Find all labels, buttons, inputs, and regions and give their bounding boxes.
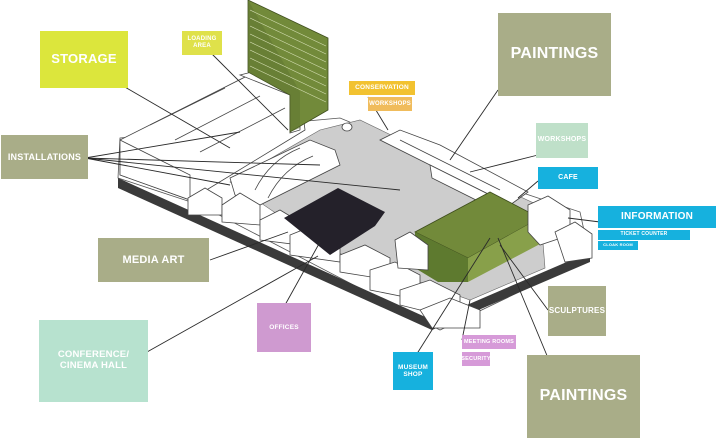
label-sculptures: SCULPTURES xyxy=(548,286,606,336)
kiosk xyxy=(341,122,353,132)
label-paintings-bottom: PAINTINGS xyxy=(527,355,640,438)
label-loading-area: LOADING AREA xyxy=(182,31,222,55)
central-hall xyxy=(229,139,341,206)
label-offices: OFFICES xyxy=(257,303,311,352)
black-block xyxy=(284,188,385,255)
label-museum-shop: MUSEUM SHOP xyxy=(393,352,433,390)
label-workshops-small: WORKSHOPS xyxy=(368,97,412,111)
label-storage: STORAGE xyxy=(40,31,128,88)
leader-lines xyxy=(84,51,601,361)
label-media-art: MEDIA ART xyxy=(98,238,209,282)
green-tower xyxy=(247,0,329,133)
label-workshops-right: WORKSHOPS xyxy=(536,123,588,158)
label-paintings-top: PAINTINGS xyxy=(498,13,611,96)
label-conservation: CONSERVATION xyxy=(349,81,415,95)
label-cafe: CAFE xyxy=(538,167,598,189)
label-information: INFORMATION xyxy=(598,206,716,228)
plinth-left xyxy=(118,178,432,330)
label-meeting-rooms: MEETING ROOMS xyxy=(462,335,516,349)
label-ticket-counter: TICKET COUNTER xyxy=(598,230,690,240)
label-conference-cinema-hall: CONFERENCE/ CINEMA HALL xyxy=(39,320,148,402)
label-cloak-room: CLOAK ROOM xyxy=(598,241,638,250)
east-row xyxy=(394,195,593,271)
label-security: SECURITY xyxy=(461,352,491,366)
label-installations: INSTALLATIONS xyxy=(1,135,88,179)
